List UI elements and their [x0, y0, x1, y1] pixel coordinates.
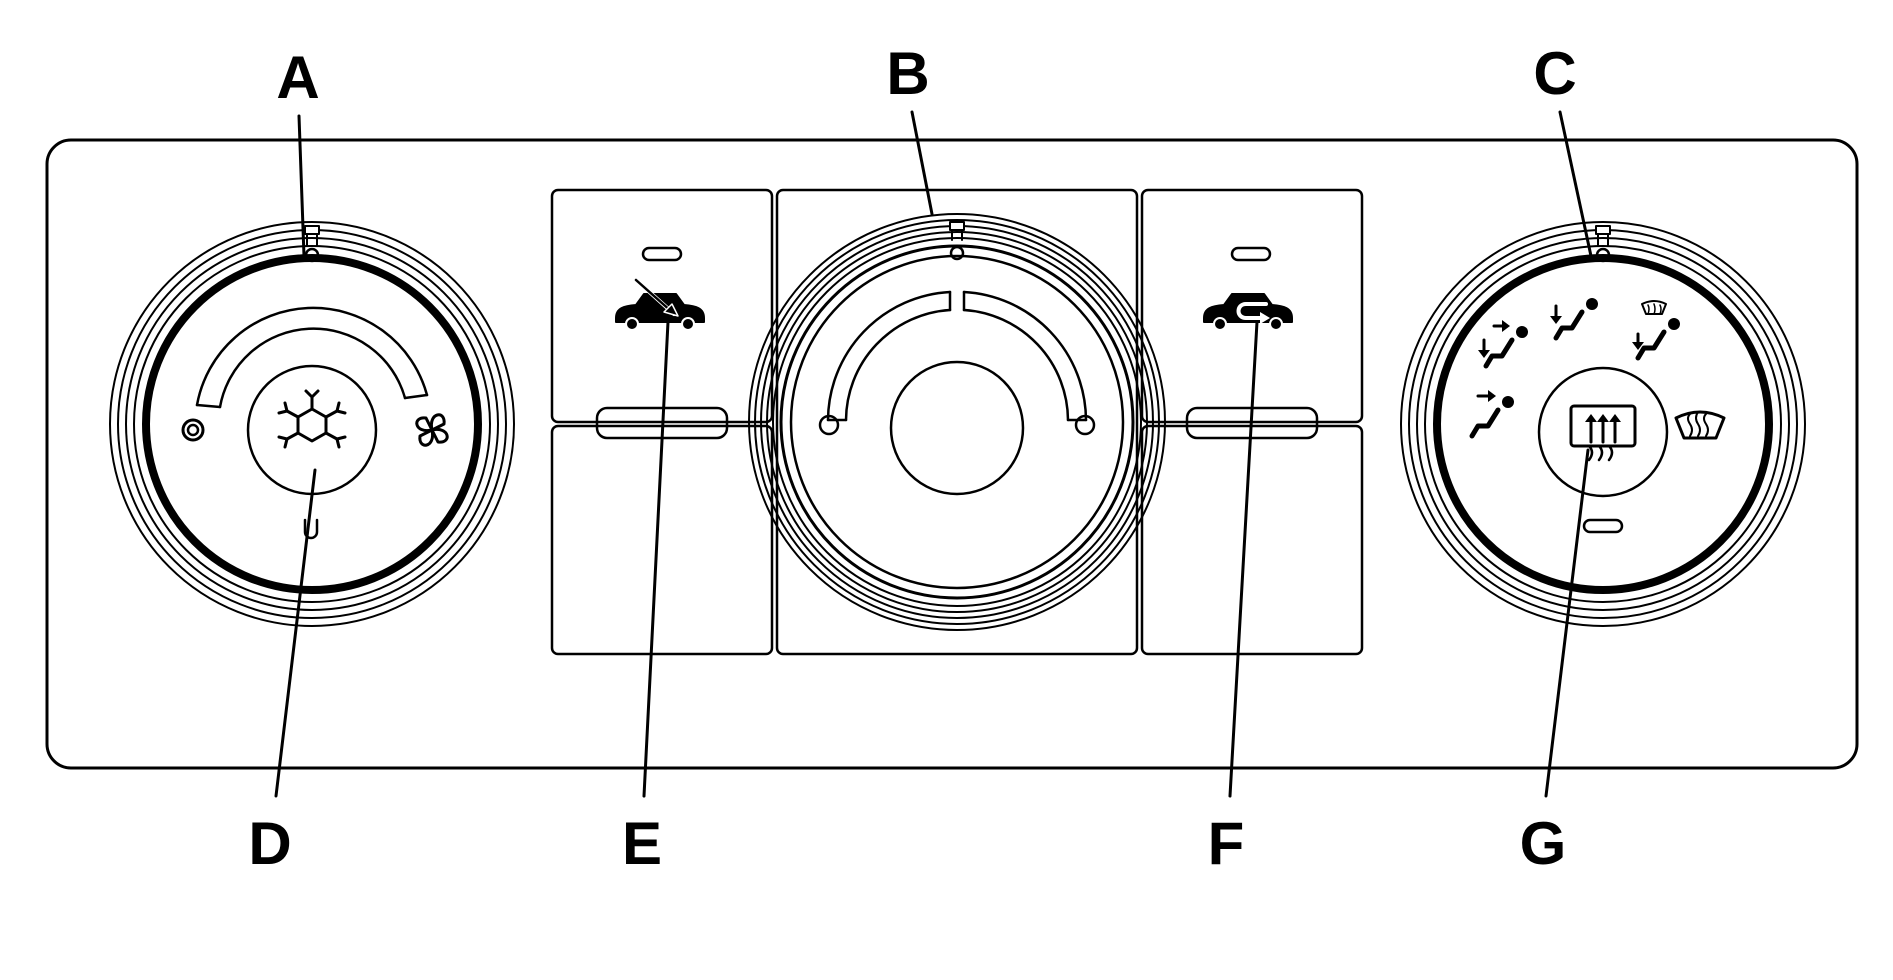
fan-control-knob[interactable] — [109, 221, 515, 627]
rear-window-defog-icon[interactable] — [1569, 404, 1637, 462]
callout-d: D — [248, 810, 291, 877]
floor-mode-icon — [1550, 298, 1598, 341]
callout-g: G — [1520, 810, 1567, 877]
leader-g — [1544, 448, 1590, 798]
bi-level-mode-icon — [1478, 320, 1528, 369]
vent-mode-icon — [1469, 390, 1514, 439]
center-block — [775, 188, 1139, 656]
callout-f: F — [1208, 810, 1245, 877]
leader-f — [1228, 320, 1259, 798]
leader-e — [642, 320, 670, 798]
right-lower-button[interactable] — [1140, 424, 1364, 656]
fan-icon — [415, 413, 449, 447]
leader-c — [1558, 110, 1593, 258]
leader-a — [297, 114, 306, 258]
mode-indicator — [1582, 518, 1624, 534]
callout-b: B — [886, 40, 929, 107]
defog-mode-icon — [1632, 300, 1680, 361]
callout-c: C — [1533, 40, 1576, 107]
leader-lines — [274, 110, 1593, 798]
leader-b — [910, 110, 934, 216]
temperature-knob[interactable] — [748, 213, 1166, 631]
off-circle-icon — [181, 418, 205, 442]
leader-d — [274, 468, 317, 798]
control-panel — [45, 138, 1859, 770]
windshield-defrost-icon — [1674, 410, 1726, 440]
callout-e: E — [622, 810, 662, 877]
snowflake-ac-icon — [277, 389, 347, 449]
callout-a: A — [276, 44, 319, 111]
recirc-indicator — [1230, 246, 1272, 262]
outside-air-icon — [615, 278, 705, 331]
recirculation-icon — [1203, 293, 1293, 331]
outside-air-indicator — [641, 246, 683, 262]
